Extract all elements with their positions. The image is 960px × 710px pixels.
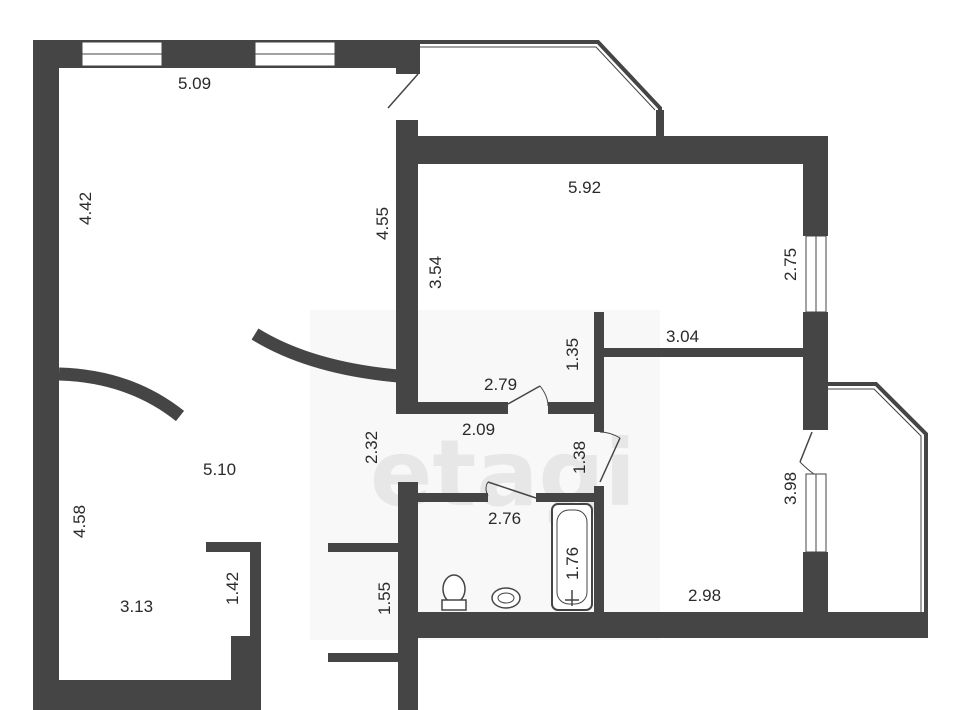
- wall-room-divider: [604, 348, 804, 357]
- dim-left-upper: 4.42: [76, 192, 95, 225]
- fixtures: [441, 503, 593, 611]
- sink-basin: [497, 592, 515, 604]
- balcony-upper: [420, 40, 662, 136]
- dim-bath-width: 2.76: [488, 509, 521, 528]
- dim-door-span: 2.79: [484, 375, 517, 394]
- wall-entry-upper: [328, 543, 400, 552]
- dim-bedroom-height: 3.98: [781, 472, 800, 505]
- wall-alcove-block: [231, 636, 261, 710]
- wall-kitchen-upper-stub: [396, 60, 420, 74]
- dimension-labels: 5.09 4.42 4.55 5.92 3.54 2.75 1.35 3.04 …: [70, 74, 800, 616]
- wall-kitchen-right: [396, 120, 418, 412]
- balcony-upper-inner: [420, 46, 656, 111]
- wall-room-top: [396, 136, 828, 164]
- balconies: [420, 40, 928, 614]
- dim-room-right-window: 2.75: [781, 248, 800, 281]
- bathtub: [551, 503, 593, 611]
- dim-center: 5.10: [203, 460, 236, 479]
- dim-alcove-width: 3.13: [120, 597, 153, 616]
- dim-room-bottom: 3.04: [666, 327, 699, 346]
- dim-kitchen-right: 4.55: [373, 207, 392, 240]
- walls: [33, 40, 928, 710]
- dim-hall-height: 2.32: [362, 431, 381, 464]
- dim-entry-height: 1.55: [375, 582, 394, 615]
- door-balcony-lower-arc: [799, 461, 815, 475]
- wall-entry-lower: [328, 653, 400, 662]
- wall-left: [33, 40, 59, 710]
- dim-room-left: 3.54: [426, 256, 445, 289]
- balcony-lower: [828, 382, 928, 614]
- wall-alcove-right: [250, 542, 261, 710]
- wall-bath-top-left: [398, 493, 488, 502]
- balcony-lower-inner: [828, 388, 922, 614]
- arch-left: [58, 367, 185, 422]
- wall-closet: [594, 312, 604, 432]
- door-balcony-lower: [799, 431, 813, 463]
- doors: [58, 73, 815, 499]
- door-bathroom: [487, 481, 537, 499]
- windows: [81, 41, 827, 553]
- wall-bath-top-right: [536, 493, 604, 502]
- wall-corridor-top-right: [548, 402, 598, 414]
- wall-corridor-top-left: [396, 402, 508, 414]
- watermark-layer: etagi: [310, 310, 660, 640]
- wall-alcove-top: [206, 542, 261, 552]
- door-balcony-upper: [387, 73, 419, 109]
- arch-right: [251, 328, 399, 383]
- toilet-tank: [441, 599, 467, 611]
- door-bathroom-arc: [485, 481, 489, 497]
- door-bedroom-arc: [599, 431, 621, 439]
- toilet-bowl: [442, 574, 466, 604]
- dim-bathtub: 1.76: [563, 547, 582, 580]
- wall-bottom-right: [398, 612, 928, 638]
- wall-bath-left: [398, 482, 418, 710]
- door-corridor-arc: [539, 385, 549, 407]
- wall-room-right-upper: [803, 136, 828, 236]
- dim-top-wall: 5.09: [178, 74, 211, 93]
- dim-alcove-height: 1.42: [223, 572, 242, 605]
- wall-bath-right: [594, 486, 604, 616]
- wall-bottom-left: [33, 680, 258, 710]
- door-corridor: [507, 385, 541, 405]
- wall-room-right-mid: [803, 312, 828, 430]
- door-bedroom: [599, 437, 621, 483]
- sink: [491, 587, 521, 609]
- dim-hall-width: 2.09: [462, 420, 495, 439]
- dim-room-top: 5.92: [568, 178, 601, 197]
- dim-left-lower: 4.58: [70, 505, 89, 538]
- dim-closet-height: 1.35: [563, 338, 582, 371]
- dim-bath-door-height: 1.38: [570, 441, 589, 474]
- dim-bedroom-width: 2.98: [688, 586, 721, 605]
